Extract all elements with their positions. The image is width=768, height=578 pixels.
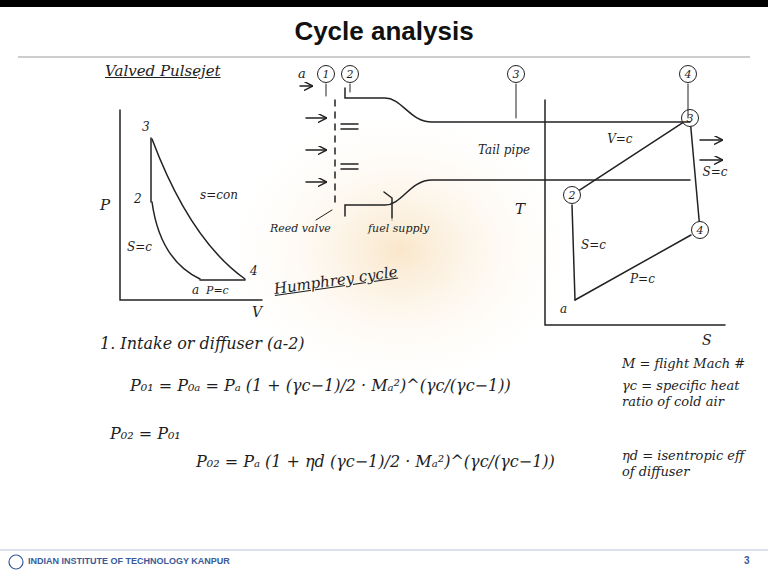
process-label: P=c <box>206 284 229 297</box>
state-circle: 3 <box>507 65 525 83</box>
exit-arrow <box>700 159 722 161</box>
ts-axes <box>545 100 725 325</box>
slide-title: Cycle analysis <box>294 16 473 47</box>
axis-label: V <box>252 304 262 321</box>
isentropic-compression <box>152 202 200 279</box>
note: γc = specific heat ratio of cold air <box>622 378 746 409</box>
footer-rule <box>0 549 768 550</box>
station-label: a <box>298 66 306 82</box>
inlet-arrow <box>306 181 326 183</box>
inlet-arrow <box>306 149 326 151</box>
state-circle: 4 <box>691 221 709 239</box>
equation: P₀₂ = P₀₁ <box>110 424 181 443</box>
station-tick <box>326 84 327 96</box>
flow-mark <box>341 163 358 165</box>
part-label: Tail pipe <box>478 143 530 157</box>
flow-mark <box>341 128 358 130</box>
station-tick <box>516 84 517 118</box>
state-number: 2 <box>569 190 576 201</box>
state-number: 2 <box>347 69 354 80</box>
fuel-line <box>384 192 392 218</box>
state-label: a <box>560 302 567 316</box>
state-label: 3 <box>142 120 150 134</box>
equation: P₀₂ = Pₐ (1 + ηd (γc−1)/2 · Mₐ²)^(γc/(γc… <box>196 452 555 471</box>
axis-label: P <box>100 196 110 214</box>
process-label: S=c <box>127 240 152 254</box>
part-label: Reed valve <box>270 222 331 235</box>
state-number: 3 <box>687 113 694 124</box>
flow-mark <box>341 168 358 170</box>
station-tick <box>350 84 351 92</box>
process-label: P=c <box>630 272 655 286</box>
constant-volume-line <box>150 138 152 202</box>
state-number: 4 <box>685 69 692 80</box>
state-label: a <box>192 283 199 297</box>
pulsejet-schematic <box>300 84 722 220</box>
exit-arrow <box>700 139 722 141</box>
pv-diagram <box>120 110 262 300</box>
state-number: 1 <box>323 69 330 80</box>
title-rule <box>18 57 750 58</box>
state-number: 4 <box>697 225 704 236</box>
institute-logo <box>9 555 23 569</box>
flow-mark <box>341 123 358 125</box>
state-circle: 1 <box>317 65 335 83</box>
page-number: 3 <box>744 555 750 567</box>
process-label: S=c <box>701 165 730 179</box>
state-circle: 2 <box>341 65 359 83</box>
state-circle: 4 <box>679 65 697 83</box>
state-label: 2 <box>134 192 142 206</box>
constant-pressure-line <box>575 235 691 300</box>
duct-upper-wall <box>345 88 690 122</box>
top-band <box>0 0 768 7</box>
process-label: s=con <box>200 188 238 202</box>
process-line <box>691 127 699 221</box>
process-label: V=c <box>605 132 634 146</box>
leader-line <box>316 210 332 220</box>
state-label: 4 <box>250 264 258 278</box>
note: ηd = isentropic eff of diffuser <box>622 448 746 479</box>
isentropic-expansion <box>152 139 245 279</box>
constant-pressure-line <box>200 279 245 281</box>
cycle-name: Humphrey cycle <box>273 263 399 298</box>
process-label: S=c <box>581 238 606 252</box>
ts-diagram <box>545 100 725 325</box>
state-circle: 2 <box>563 186 581 204</box>
axis-label: T <box>515 200 525 218</box>
footer-text: INDIAN INSTITUTE OF TECHNOLOGY KANPUR <box>28 556 230 567</box>
section-heading: Valved Pulsejet <box>105 62 221 80</box>
state-number: 3 <box>513 69 520 80</box>
pv-axes <box>120 110 262 300</box>
axis-label: S <box>702 332 712 349</box>
camera-glow <box>210 100 590 400</box>
step-heading: 1. Intake or diffuser (a-2) <box>100 334 305 353</box>
inlet-arrow <box>300 85 312 87</box>
part-label: fuel supply <box>368 222 429 235</box>
state-circle: 3 <box>681 109 699 127</box>
inlet-arrow <box>306 117 326 119</box>
isentropic-compression <box>572 205 575 300</box>
note: M = flight Mach # <box>622 356 752 372</box>
equation: P₀₁ = P₀ₐ = Pₐ (1 + (γc−1)/2 · Mₐ²)^(γc/… <box>130 376 511 395</box>
reed-valve <box>334 100 336 206</box>
process-line <box>580 123 683 190</box>
